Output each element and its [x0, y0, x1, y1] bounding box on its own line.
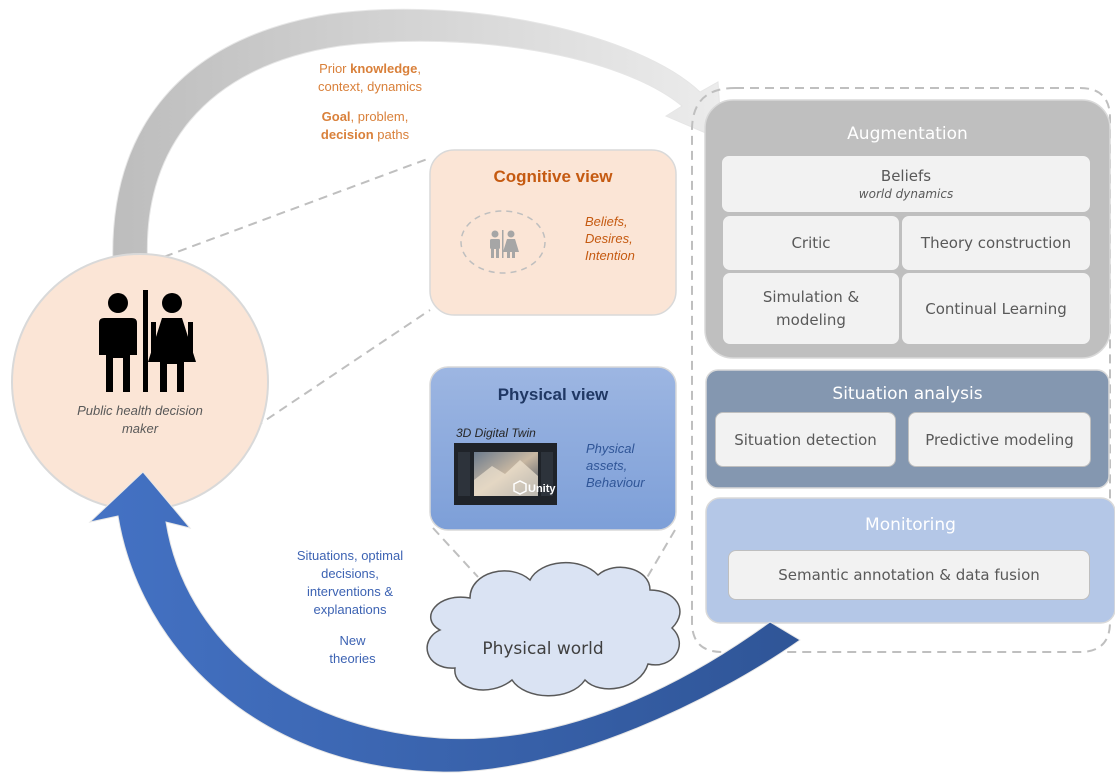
- monitoring-title: Monitoring: [865, 515, 956, 535]
- critic-label: Critic: [791, 234, 831, 252]
- comma-label: ,: [417, 61, 421, 76]
- semantic-annotation-label: Semantic annotation & data fusion: [778, 566, 1040, 584]
- beliefs-box: Beliefs world dynamics: [721, 155, 1091, 213]
- cognitive-view-title: Cognitive view: [493, 167, 613, 186]
- situation-detection-label: Situation detection: [734, 430, 877, 449]
- physical-label: Physical: [586, 441, 635, 456]
- assets-label: assets,: [586, 458, 628, 473]
- decision-maker-circle: [11, 253, 269, 511]
- goal-text: Goal, problem, decision paths: [300, 108, 430, 144]
- new-label: New: [339, 633, 366, 648]
- prior-label: Prior: [319, 61, 351, 76]
- unity-label: Unity: [528, 483, 556, 495]
- situation-detection-box: Situation detection: [715, 412, 896, 467]
- goal-label: Goal: [321, 109, 351, 124]
- connector-physical-cloud-left: [432, 527, 479, 578]
- prior-knowledge-text: Prior knowledge, context, dynamics: [300, 60, 440, 96]
- simulation-modeling-box: Simulation & modeling: [722, 272, 900, 345]
- predictive-modeling-label: Predictive modeling: [925, 430, 1074, 449]
- digital-twin-label: 3D Digital Twin: [456, 426, 536, 440]
- theory-construction-label: Theory construction: [920, 234, 1072, 252]
- intention-label: Intention: [585, 248, 635, 263]
- knowledge-label: knowledge: [350, 61, 418, 76]
- beliefs-label: Beliefs,: [585, 214, 628, 229]
- continual-learning-box: Continual Learning: [901, 272, 1091, 345]
- digital-twin-thumbnail: [454, 443, 557, 505]
- semantic-annotation-box: Semantic annotation & data fusion: [728, 550, 1090, 600]
- man-woman-icon: [99, 290, 196, 392]
- new-theories-text: New theories: [300, 632, 405, 668]
- continual-learning-label: Continual Learning: [925, 299, 1067, 318]
- situation-analysis-title: Situation analysis: [832, 384, 983, 404]
- cognitive-view-box: [429, 149, 677, 316]
- outputs-arrow: [88, 471, 801, 773]
- system-dashed-border: [691, 87, 1111, 653]
- physical-world-label: Physical world: [482, 639, 604, 659]
- cognitive-man-woman-icon: [490, 230, 519, 258]
- problem-label: , problem,: [350, 109, 409, 124]
- theory-construction-box: Theory construction: [901, 215, 1091, 271]
- beliefs-box-label: Beliefs: [880, 167, 932, 185]
- bdi-text: Beliefs, Desires, Intention: [585, 213, 665, 264]
- theories-label: theories: [329, 651, 376, 666]
- physical-assets-text: Physical assets, Behaviour: [586, 440, 666, 491]
- paths-label: paths: [373, 127, 410, 142]
- connector-dm-cognitive-bottom: [241, 309, 431, 437]
- connector-dm-cognitive-top: [149, 157, 431, 263]
- outputs-text: Situations, optimal decisions, intervent…: [282, 547, 418, 619]
- decision-label: decision: [320, 127, 374, 142]
- outputs-line-4: explanations: [313, 602, 387, 617]
- physical-view-title: Physical view: [497, 385, 609, 404]
- behaviour-label: Behaviour: [586, 475, 645, 490]
- desires-label: Desires,: [585, 231, 633, 246]
- simulation-modeling-label: Simulation & modeling: [762, 287, 860, 329]
- outputs-line-2: decisions,: [321, 566, 379, 581]
- connector-physical-cloud-right: [644, 529, 676, 582]
- predictive-modeling-box: Predictive modeling: [908, 412, 1091, 467]
- augmentation-title: Augmentation: [847, 124, 968, 144]
- world-dynamics-label: world dynamics: [858, 187, 954, 201]
- outputs-line-3: interventions &: [307, 584, 393, 599]
- outputs-line-1: Situations, optimal: [296, 548, 404, 563]
- decision-maker-label: Public health decision maker: [77, 403, 203, 436]
- physical-world-cloud: [426, 562, 681, 697]
- unity-logo-icon: [513, 480, 527, 495]
- context-dynamics-label: context, dynamics: [317, 79, 423, 94]
- cognitive-dashed-ellipse: [460, 210, 546, 274]
- critic-box: Critic: [722, 215, 900, 271]
